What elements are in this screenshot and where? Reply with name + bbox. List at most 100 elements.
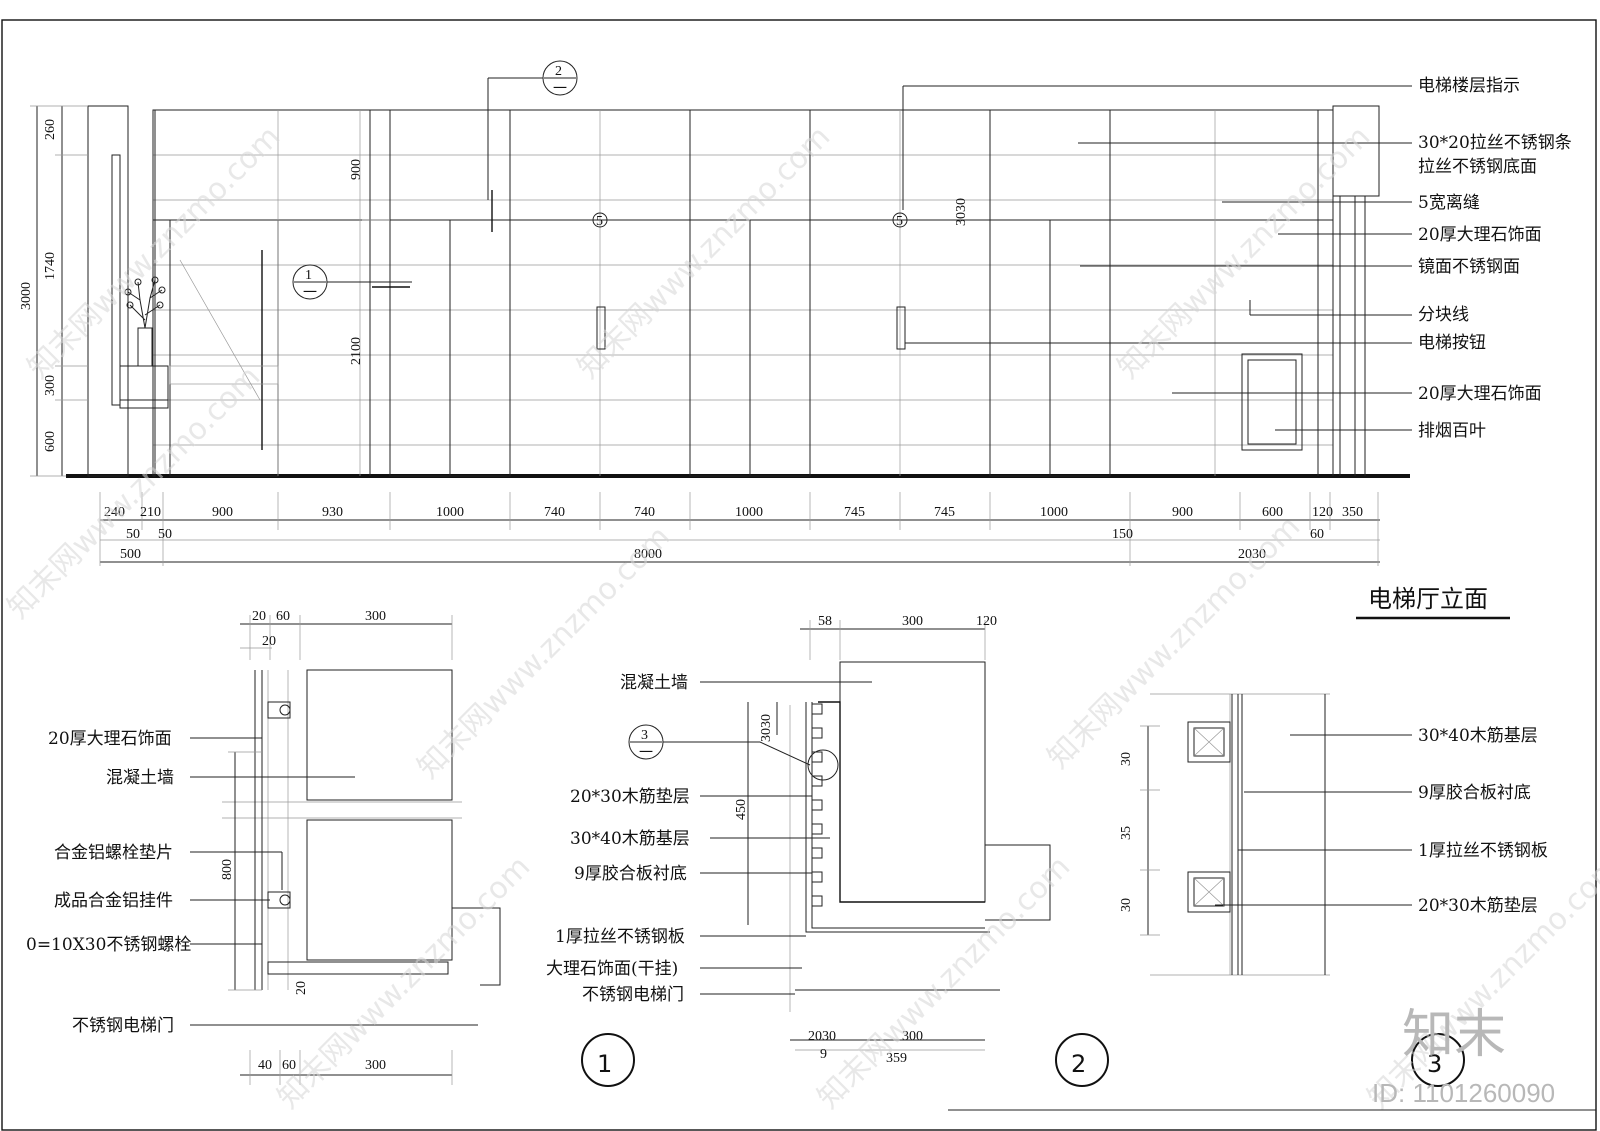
brand-logo-text: 知末 [1402,1005,1506,1065]
dim-left: 300 [43,375,58,396]
detail2-dim: 58 [818,614,832,629]
detail3-label: 9厚胶合板衬底 [1418,783,1531,803]
detail1-dim: 20 [252,609,266,624]
dim-bottom: 740 [634,505,655,520]
dim-bottom-secondary: 60 [1310,527,1324,542]
detail3-dim: 30 [1119,752,1134,766]
detail2-label: 1厚拉丝不锈钢板 [555,927,685,947]
left-wall-section [87,105,129,477]
detail2-dim: 3030 [759,714,774,742]
detail1-dim: 60 [276,609,290,624]
watermark-text: 知末网www.znzmo.com [21,119,287,385]
detail1-label: 0=10X30不锈钢螺栓 [26,935,191,955]
marker-sheet: 一 [303,286,317,301]
detail3-dim: 35 [1119,826,1134,840]
drawing-title: 电梯厅立面 [1368,585,1488,613]
detail2-label: 混凝土墙 [620,673,688,693]
detail2-label: 20*30木筋垫层 [570,787,690,807]
dim-bottom: 900 [1172,505,1193,520]
smoke-louver [1241,353,1303,451]
dim-bottom: 350 [1342,505,1363,520]
watermark-text: 知末网www.znzmo.com [271,849,537,1115]
detail1-dim: 40 [258,1058,272,1073]
dim-total: 2030 [1238,547,1266,562]
detail-callout-3 [807,749,839,781]
detail2-dim: 300 [902,1029,923,1044]
annotation-label: 排烟百叶 [1418,421,1486,441]
detail-3: 30 35 30 30*40木筋基层 9厚胶合板衬底 1厚拉丝不锈钢板 20*3… [1119,693,1548,1087]
dim-bottom-secondary: 150 [1112,527,1133,542]
floor-indicator [592,212,608,228]
annotation-label: 拉丝不锈钢底面 [1418,157,1537,177]
annotation-label: 20厚大理石饰面 [1418,225,1542,245]
dim-bottom: 745 [934,505,955,520]
dim-bottom: 930 [322,505,343,520]
dim-bottom: 600 [1262,505,1283,520]
annotation-label: 电梯按钮 [1418,333,1486,353]
detail3-label: 20*30木筋垫层 [1418,896,1538,916]
detail3-number: 3 [1427,1050,1442,1078]
detail2-label: 30*40木筋基层 [570,829,690,849]
detail1-label: 合金铝螺栓垫片 [54,843,173,863]
detail1-label: 成品合金铝挂件 [54,891,173,911]
dim-bottom: 900 [212,505,233,520]
floor-indicator [892,212,908,228]
detail-1: 20 60 300 20 40 60 300 800 20 20厚大理石饰面 混… [26,609,635,1087]
detail2-number: 2 [1071,1050,1086,1078]
detail3-label: 1厚拉丝不锈钢板 [1418,841,1548,861]
dim-left: 260 [43,119,58,140]
wood-batten [1187,871,1231,913]
detail2-number-circle [1055,1033,1109,1087]
dim-bottom: 240 [104,505,125,520]
dim-inner: 3030 [954,198,969,226]
dim-total: 8000 [634,547,662,562]
detail2-dim: 120 [976,614,997,629]
annotation-label: 分块线 [1418,305,1469,325]
elevation-view: 5 5 260 1740 300 600 3000 900 2100 3030 [19,60,1572,620]
dim-total: 500 [120,547,141,562]
detail2-dim: 2030 [808,1029,836,1044]
watermark-text: 知末网www.znzmo.com [1111,119,1377,385]
elevator-button [896,306,906,350]
detail1-dim: 800 [220,859,235,880]
dim-bottom: 1000 [436,505,464,520]
detail1-dim: 300 [365,609,386,624]
dim-bottom: 120 [1312,505,1333,520]
dim-bottom: 1000 [735,505,763,520]
id-text: ID: 1101260090 [1372,1078,1555,1108]
dim-inner: 900 [349,159,364,180]
detail1-label: 不锈钢电梯门 [72,1016,174,1036]
marker-number: 1 [305,268,312,283]
plant-decoration [124,276,166,367]
dim-left: 1740 [43,252,58,280]
elevator-button [596,306,606,350]
detail1-number: 1 [597,1050,612,1078]
detail1-number-circle [581,1033,635,1087]
watermark-text: 知末网www.znzmo.com [571,119,837,385]
concrete-wall-section [839,661,986,903]
indicator-label: 5 [896,214,903,229]
sheet-frame [1,19,1597,1131]
detail2-dim: 450 [734,799,749,820]
detail2-label: 不锈钢电梯门 [582,985,684,1005]
detail3-number-circle [1411,1033,1465,1087]
annotation-label: 30*20拉丝不锈钢条 [1418,133,1572,153]
dim-bottom: 1000 [1040,505,1068,520]
detail3-label: 30*40木筋基层 [1418,726,1538,746]
detail2-dim: 359 [886,1051,907,1066]
watermark-text: 知末网www.znzmo.com [1,359,267,625]
dim-bottom-secondary: 50 [126,527,140,542]
marker-sheet: 一 [553,82,567,97]
right-wall-section [1332,105,1380,197]
detail1-dim: 20 [262,634,276,649]
watermark-text: 知末网www.znzmo.com [1041,509,1307,775]
annotation-label: 镜面不锈钢面 [1418,257,1520,277]
detail3-dim: 30 [1119,898,1134,912]
detail1-label: 20厚大理石饰面 [48,729,172,749]
detail1-dim: 20 [294,981,309,995]
dim-bottom: 210 [140,505,161,520]
detail-2: 58 300 120 2030 300 9 359 3030 450 3 一 混… [546,614,1109,1087]
annotation-label: 电梯楼层指示 [1418,76,1520,96]
wood-batten [1187,721,1231,763]
watermark-text: 知末网www.znzmo.com [811,849,1077,1115]
